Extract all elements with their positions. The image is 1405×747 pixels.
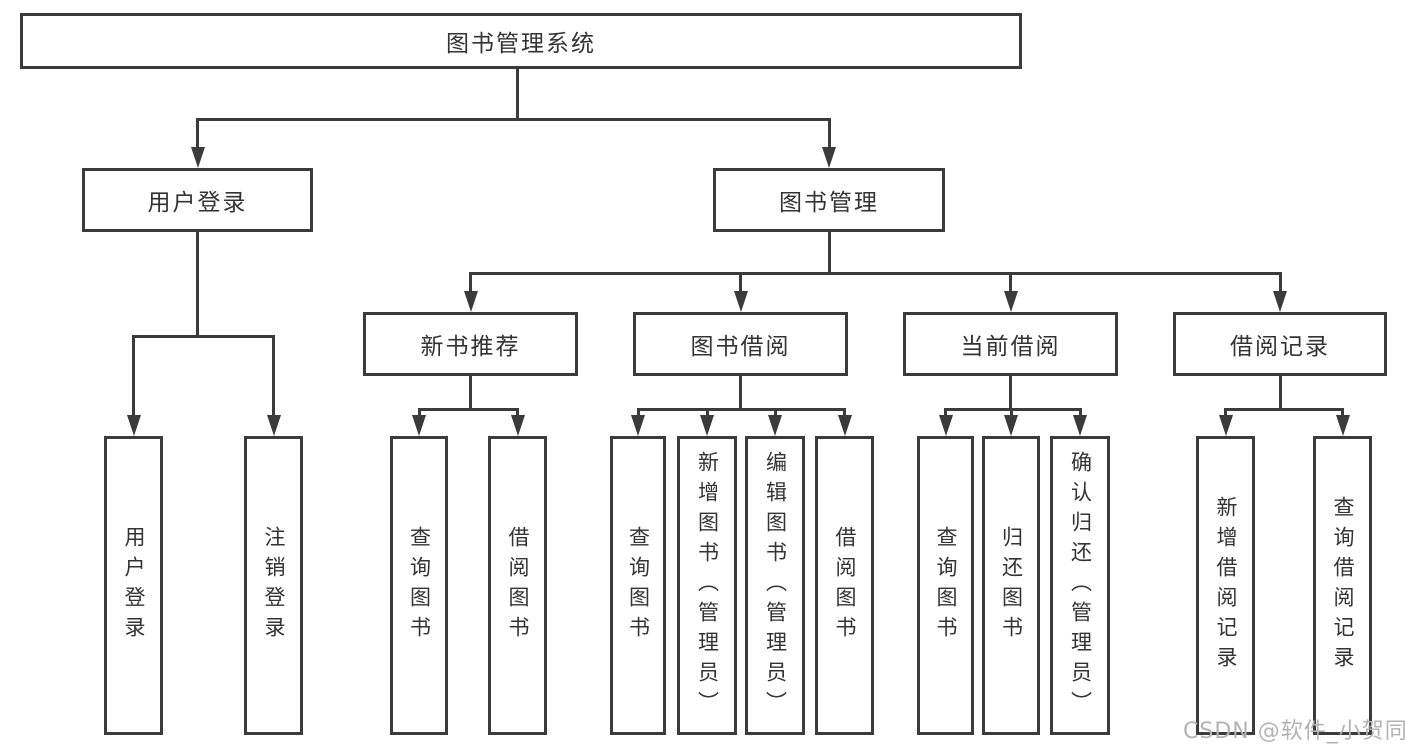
connector-line: [944, 408, 1082, 411]
arrow-head-icon: [1335, 415, 1350, 436]
branch-node-label: 用户登录: [147, 190, 248, 216]
leaf-node-logout: 注销登录: [244, 436, 303, 735]
connector-line: [1078, 408, 1082, 417]
leaf-node-query-books-1: 查询图书: [390, 436, 448, 735]
connector-line: [1009, 408, 1013, 417]
connector-line: [417, 408, 421, 417]
leaf-node-label: 确认归还（管理员）: [1068, 450, 1093, 721]
arrow-head-icon: [463, 291, 478, 312]
connector-line: [1278, 272, 1282, 293]
connector-line: [272, 335, 275, 417]
connector-line: [516, 408, 519, 417]
connector-line: [132, 335, 275, 338]
connector-line: [132, 335, 135, 417]
leaf-node-label: 新增借阅记录: [1214, 495, 1238, 676]
leaf-node-label: 借阅图书: [506, 525, 530, 646]
leaf-node-label: 编辑图书（管理员）: [763, 450, 788, 721]
branch-node-new-book-recommend: 新书推荐: [363, 312, 578, 376]
arrow-head-icon: [1004, 415, 1018, 436]
leaf-node-label: 用户登录: [122, 525, 146, 646]
connector-line: [1224, 408, 1227, 417]
leaf-node-label: 查询图书: [934, 525, 958, 646]
leaf-node-borrow-books-1: 借阅图书: [488, 436, 547, 735]
leaf-node-label: 查询借阅记录: [1331, 495, 1355, 676]
leaf-node-label: 新增图书（管理员）: [695, 450, 720, 721]
branch-node-label: 图书管理: [779, 190, 879, 216]
connector-line: [773, 408, 777, 417]
leaf-node-label: 查询图书: [626, 525, 651, 646]
leaf-node-label: 注销登录: [262, 525, 286, 646]
arrow-head-icon: [822, 147, 836, 168]
csdn-watermark: CSDN @软件_小贺同学: [1183, 719, 1405, 744]
connector-line: [418, 408, 519, 411]
arrow-head-icon: [1218, 415, 1233, 436]
branch-node-user-login: 用户登录: [82, 168, 313, 232]
leaf-node-query-books-3: 查询图书: [917, 436, 974, 735]
branch-node-book-management: 图书管理: [713, 168, 945, 232]
branch-node-label: 借阅记录: [1230, 334, 1330, 360]
connector-line: [196, 118, 831, 121]
root-node-library-system: 图书管理系统: [20, 13, 1022, 69]
branch-node-label: 新书推荐: [420, 334, 521, 360]
connector-line: [469, 272, 472, 293]
leaf-node-query-borrow-record: 查询借阅记录: [1313, 436, 1372, 735]
arrow-head-icon: [126, 415, 141, 436]
connector-line: [739, 374, 742, 411]
arrow-head-icon: [266, 415, 281, 436]
leaf-node-borrow-books-2: 借阅图书: [815, 436, 874, 735]
connector-line: [1341, 408, 1344, 417]
arrow-head-icon: [1273, 291, 1287, 312]
connector-line: [1009, 272, 1012, 293]
arrow-head-icon: [412, 415, 426, 436]
branch-node-borrow-records: 借阅记录: [1173, 312, 1387, 376]
root-node-label: 图书管理系统: [446, 31, 596, 57]
arrow-head-icon: [837, 415, 852, 436]
leaf-node-add-borrow-record: 新增借阅记录: [1196, 436, 1255, 735]
connector-line: [469, 272, 1282, 275]
branch-node-current-borrow: 当前借阅: [903, 312, 1118, 376]
connector-line: [843, 408, 846, 417]
arrow-head-icon: [768, 415, 782, 436]
connector-line: [944, 408, 947, 417]
connector-line: [705, 408, 709, 417]
leaf-node-return-books: 归还图书: [982, 436, 1040, 735]
leaf-node-label: 借阅图书: [833, 525, 857, 646]
leaf-node-user-login: 用户登录: [104, 436, 163, 735]
leaf-node-confirm-return-admin: 确认归还（管理员）: [1050, 436, 1110, 735]
arrow-head-icon: [733, 291, 748, 312]
connector-line: [827, 231, 831, 275]
connector-line: [1224, 408, 1344, 411]
arrow-head-icon: [510, 415, 525, 436]
branch-node-label: 当前借阅: [960, 334, 1061, 360]
branch-node-label: 图书借阅: [690, 334, 791, 360]
leaf-node-label: 查询图书: [407, 525, 432, 646]
leaf-node-query-books-2: 查询图书: [610, 436, 666, 735]
arrow-head-icon: [190, 147, 205, 168]
connector-line: [637, 408, 846, 411]
connector-line: [1009, 374, 1012, 411]
arrow-head-icon: [1073, 415, 1087, 436]
leaf-node-label: 归还图书: [999, 525, 1024, 646]
leaf-node-add-books-admin: 新增图书（管理员）: [677, 436, 737, 735]
arrow-head-icon: [631, 415, 645, 436]
connector-line: [196, 231, 199, 338]
connector-line: [1278, 374, 1282, 411]
arrow-head-icon: [938, 415, 953, 436]
arrow-head-icon: [700, 415, 714, 436]
connector-line: [739, 272, 742, 293]
branch-node-book-borrow: 图书借阅: [633, 312, 848, 376]
connector-line: [827, 118, 831, 150]
arrow-head-icon: [1003, 291, 1018, 312]
connector-line: [516, 68, 519, 121]
leaf-node-edit-books-admin: 编辑图书（管理员）: [745, 436, 805, 735]
connector-line: [469, 374, 472, 411]
connector-line: [196, 118, 199, 150]
connector-line: [636, 408, 640, 417]
